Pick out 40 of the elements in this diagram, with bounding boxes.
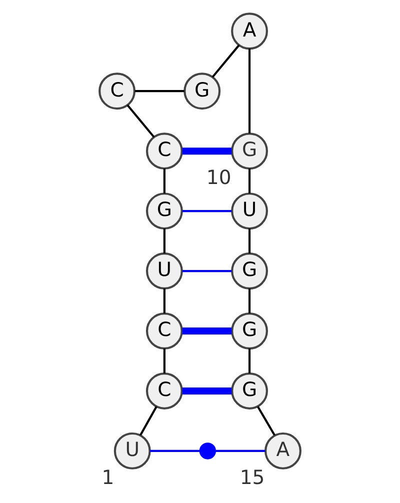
node-circle: G (231, 312, 268, 350)
connector (150, 450, 200, 452)
node-circle: C (146, 372, 183, 410)
node-circle: C (146, 132, 183, 170)
connector (163, 228, 166, 254)
node-circle: A (231, 12, 268, 50)
connector (126, 104, 155, 138)
connector (182, 328, 232, 334)
connector (248, 348, 251, 374)
node-circle: A (264, 432, 302, 470)
connector (212, 44, 240, 78)
node-label: 15 (240, 466, 265, 490)
node-circle: G (231, 252, 268, 290)
node-circle: C (146, 312, 183, 350)
node-circle: G (231, 372, 268, 410)
connector (216, 450, 266, 452)
connector (182, 210, 232, 212)
connector (163, 348, 166, 374)
node-circle: U (114, 432, 151, 470)
connector (248, 228, 251, 254)
node-circle: U (146, 252, 183, 290)
node-label: 10 (206, 166, 232, 190)
connector (182, 148, 232, 155)
connector (182, 387, 232, 394)
node-circle (199, 442, 216, 460)
node-circle: G (184, 72, 221, 110)
connector (140, 406, 158, 436)
connector (256, 406, 276, 436)
connector (163, 168, 166, 194)
connector (163, 288, 166, 314)
node-circle: U (231, 192, 268, 230)
node-circle: C (98, 72, 136, 110)
connector (248, 48, 251, 134)
node-circle: G (146, 192, 183, 230)
connector (182, 270, 232, 272)
node-label: 1 (102, 466, 114, 490)
connector (248, 168, 251, 194)
node-circle: G (231, 132, 268, 170)
connector (248, 288, 251, 314)
connector (134, 90, 184, 92)
